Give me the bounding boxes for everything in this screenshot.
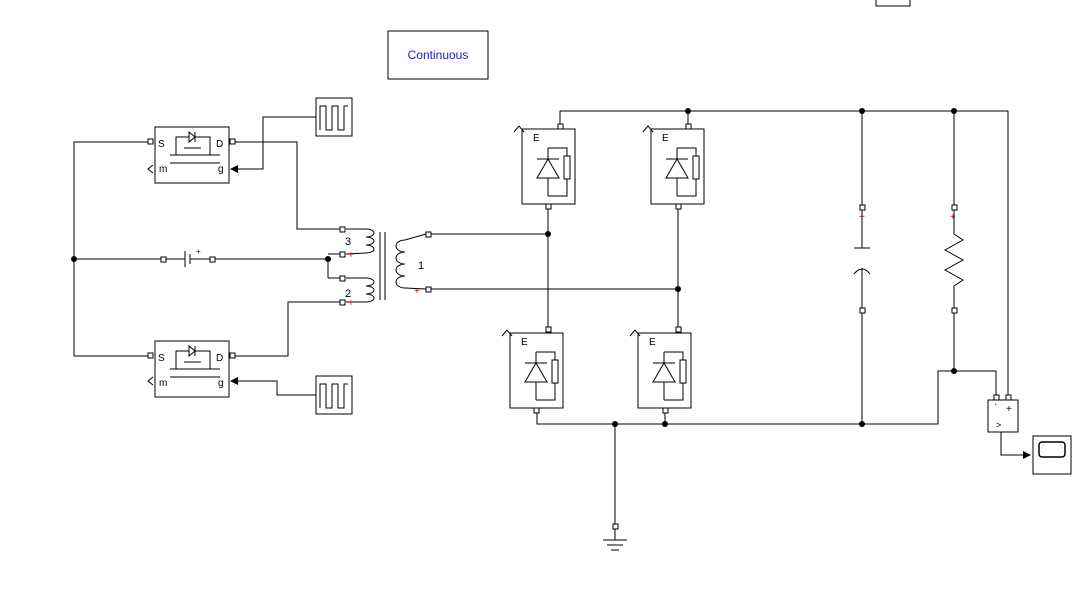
winding-2-polarity: + xyxy=(348,298,354,309)
voltage-measurement-block[interactable]: ' + > xyxy=(987,394,1019,433)
diode-icon xyxy=(536,147,571,197)
winding-3-label: 3 xyxy=(345,236,351,248)
mosfet-upper-port-g: g xyxy=(218,164,224,175)
diode-label: E xyxy=(533,133,540,144)
transformer-block[interactable]: 3 2 1 + + + xyxy=(339,226,432,309)
mosfet-upper-block[interactable]: S D m g xyxy=(147,126,238,184)
pulse-generator-icon xyxy=(319,383,348,409)
dc-voltage-source[interactable]: + xyxy=(160,247,216,267)
diode-label: E xyxy=(521,337,528,348)
winding-1-label: 1 xyxy=(418,260,424,272)
mosfet-icon xyxy=(170,130,220,164)
diode-icon xyxy=(665,147,700,197)
pulse-generator-lower[interactable] xyxy=(315,375,353,415)
diode-label: E xyxy=(649,337,656,348)
mosfet-lower-port-g: g xyxy=(218,378,224,389)
vm-plus-label: + xyxy=(1006,404,1012,415)
diode-top-left[interactable]: E xyxy=(513,123,576,210)
ground-icon xyxy=(603,529,627,551)
transformer-icon xyxy=(345,228,427,303)
diode-bottom-left[interactable]: E xyxy=(501,326,564,414)
ground-block[interactable] xyxy=(603,523,627,551)
vm-minus-label: ' xyxy=(995,402,997,412)
diode-top-right[interactable]: E xyxy=(642,123,705,210)
vm-output-label: > xyxy=(996,420,1001,430)
mosfet-upper-port-m: m xyxy=(159,164,167,175)
diode-icon xyxy=(524,351,559,401)
powergui-block[interactable]: Continuous xyxy=(387,30,489,80)
resistor-icon xyxy=(943,210,965,308)
mosfet-icon xyxy=(170,344,220,378)
dc-source-plus: + xyxy=(196,247,201,256)
pulse-generator-upper[interactable] xyxy=(315,97,353,137)
mosfet-upper-port-d: D xyxy=(216,139,223,150)
winding-3-polarity: + xyxy=(348,250,354,261)
capacitor-block[interactable]: + xyxy=(853,204,871,314)
capacitor-icon xyxy=(853,210,871,308)
mosfet-lower-port-m: m xyxy=(159,378,167,389)
powergui-label: Continuous xyxy=(408,48,469,62)
scope-icon xyxy=(1038,441,1066,458)
winding-1-polarity: + xyxy=(414,286,420,297)
winding-2-label: 2 xyxy=(345,288,351,300)
resistor-polarity: + xyxy=(950,212,956,223)
dc-source-icon xyxy=(166,251,210,267)
diode-icon xyxy=(652,351,687,401)
resistor-block[interactable]: + xyxy=(943,204,965,314)
scope-block[interactable] xyxy=(1032,435,1072,475)
mosfet-lower-port-s: S xyxy=(158,353,165,364)
clipped-block[interactable] xyxy=(875,0,911,7)
diode-bottom-right[interactable]: E xyxy=(629,326,692,414)
mosfet-lower-port-d: D xyxy=(216,353,223,364)
mosfet-upper-port-s: S xyxy=(158,139,165,150)
pulse-generator-icon xyxy=(319,105,348,131)
wires xyxy=(73,110,1031,524)
mosfet-lower-block[interactable]: S D m g xyxy=(147,340,238,398)
junctions xyxy=(71,108,957,427)
diode-label: E xyxy=(662,133,669,144)
